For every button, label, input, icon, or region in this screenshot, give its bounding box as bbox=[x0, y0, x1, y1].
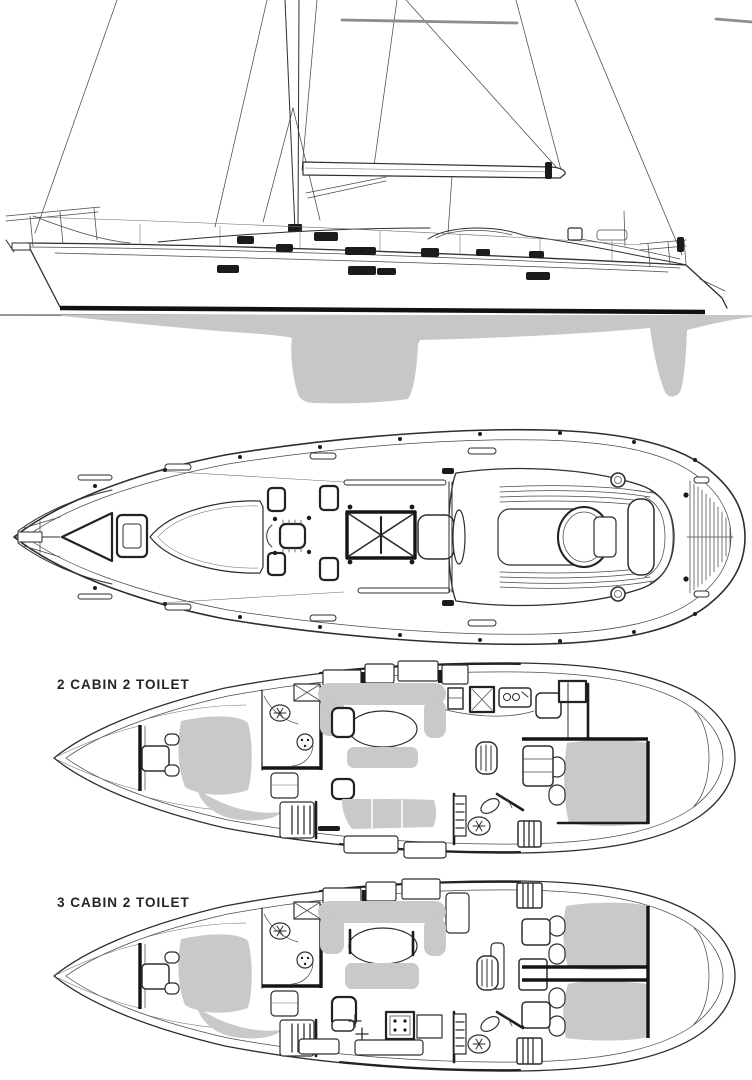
aft-cabin-port bbox=[521, 902, 648, 970]
pillow bbox=[548, 784, 566, 806]
companionway-steps-top bbox=[516, 882, 543, 909]
winch bbox=[610, 472, 626, 488]
double-berth bbox=[563, 981, 648, 1041]
two-cabin-layout: 2 CABIN 2 TOILET bbox=[52, 660, 737, 859]
stern-pushpit bbox=[623, 210, 687, 267]
settee bbox=[318, 901, 446, 923]
boom-vang bbox=[305, 176, 387, 194]
rigging-lines bbox=[34, 0, 752, 256]
helm-pedestal bbox=[593, 516, 617, 558]
galley bbox=[384, 955, 548, 1041]
stem bbox=[26, 242, 61, 308]
settee bbox=[342, 799, 437, 829]
fridge bbox=[447, 687, 464, 710]
stanchions bbox=[93, 431, 697, 643]
mast-step bbox=[266, 515, 312, 556]
sail-profile-view bbox=[0, 0, 752, 404]
cockpit bbox=[417, 467, 675, 607]
double-berth bbox=[563, 902, 648, 970]
sprayhood bbox=[427, 227, 527, 240]
desk bbox=[518, 958, 548, 991]
ottoman bbox=[347, 747, 418, 768]
salon-table bbox=[348, 710, 418, 748]
salon-table bbox=[348, 927, 418, 965]
forepeak-hatch bbox=[60, 511, 114, 563]
backstay bbox=[574, 0, 683, 256]
nav-seat bbox=[535, 692, 562, 719]
two-cabin-label: 2 CABIN 2 TOILET bbox=[57, 677, 190, 692]
deck-plan-view bbox=[13, 428, 746, 646]
lifelines bbox=[34, 216, 641, 263]
hull-windows bbox=[217, 232, 550, 280]
pillow bbox=[548, 987, 566, 1009]
coachroof bbox=[157, 227, 431, 243]
deck-fittings bbox=[77, 431, 697, 643]
boottop-stripe bbox=[59, 305, 706, 315]
inner-forestay bbox=[214, 0, 268, 228]
boom bbox=[302, 161, 566, 179]
traveler-track bbox=[448, 481, 453, 593]
winch bbox=[610, 586, 626, 602]
sheer-line bbox=[26, 242, 687, 266]
companionway-steps bbox=[517, 820, 542, 848]
wardrobe bbox=[522, 745, 554, 787]
wardrobe bbox=[521, 918, 551, 946]
wardrobe bbox=[521, 1001, 551, 1029]
double-berth bbox=[564, 740, 648, 826]
settee bbox=[318, 683, 446, 705]
helm-seat bbox=[627, 498, 655, 576]
ottoman bbox=[345, 963, 419, 989]
companionway-steps-bottom bbox=[516, 1037, 543, 1065]
pillow bbox=[548, 915, 566, 937]
aft-cabin-starboard bbox=[521, 981, 648, 1041]
stern-platform-teak bbox=[683, 476, 734, 598]
table-leg-marks bbox=[348, 1014, 369, 1041]
sprayhood-bar bbox=[452, 509, 466, 565]
antenna bbox=[623, 210, 626, 247]
mast bbox=[284, 0, 302, 232]
transom bbox=[685, 264, 728, 309]
chart-table bbox=[557, 679, 588, 704]
foredeck bbox=[149, 484, 417, 582]
cove-stripe bbox=[54, 252, 669, 273]
underwater-shadow bbox=[62, 315, 752, 404]
salon bbox=[318, 660, 469, 859]
aft-cabin-divider bbox=[522, 965, 648, 982]
nav-station bbox=[535, 679, 590, 740]
salon bbox=[298, 878, 505, 1056]
three-cabin-layout: 3 CABIN 2 TOILET bbox=[52, 878, 737, 1073]
stove bbox=[384, 1010, 416, 1041]
three-cabin-label: 3 CABIN 2 TOILET bbox=[57, 895, 190, 910]
deck-hull-outline bbox=[13, 428, 746, 646]
forestay bbox=[34, 0, 118, 234]
pillow bbox=[548, 943, 566, 965]
cabin-trunk-taper bbox=[149, 500, 264, 574]
aft-cabin bbox=[522, 737, 650, 826]
bow-hardware bbox=[15, 489, 149, 585]
mainsheet bbox=[447, 175, 453, 234]
skylight-x-hatch bbox=[345, 504, 417, 565]
galley bbox=[445, 685, 535, 775]
pillow bbox=[548, 1015, 566, 1037]
bow-pulpit bbox=[5, 206, 131, 253]
